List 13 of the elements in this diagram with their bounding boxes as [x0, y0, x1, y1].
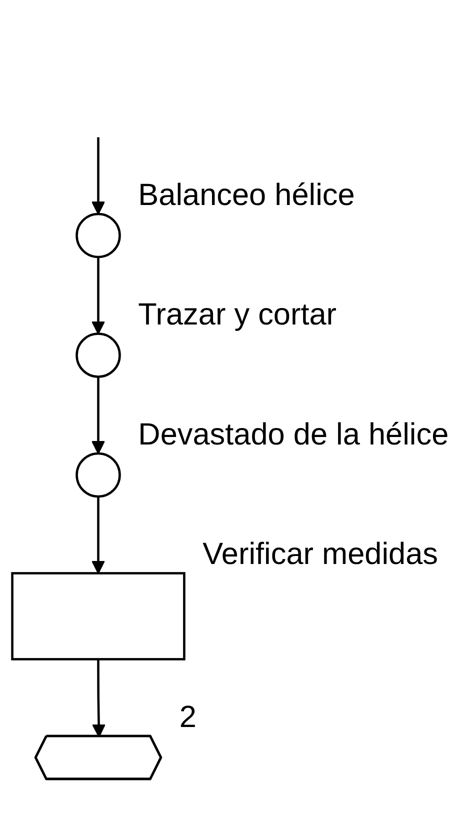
- node-circle: [76, 213, 121, 259]
- arrow: [92, 257, 105, 335]
- step-label: Verificar medidas: [202, 536, 438, 572]
- arrow: [92, 138, 105, 215]
- arrow: [92, 377, 105, 454]
- step-label: 2: [179, 699, 196, 734]
- node-box: [11, 572, 186, 661]
- step-label: Trazar y cortar: [138, 296, 337, 332]
- arrow: [92, 496, 105, 574]
- node-circle: [76, 452, 121, 498]
- step-label: Balanceo hélice: [138, 177, 355, 212]
- step-label: Devastado de la hélice: [138, 416, 449, 452]
- node-circle: [76, 332, 121, 378]
